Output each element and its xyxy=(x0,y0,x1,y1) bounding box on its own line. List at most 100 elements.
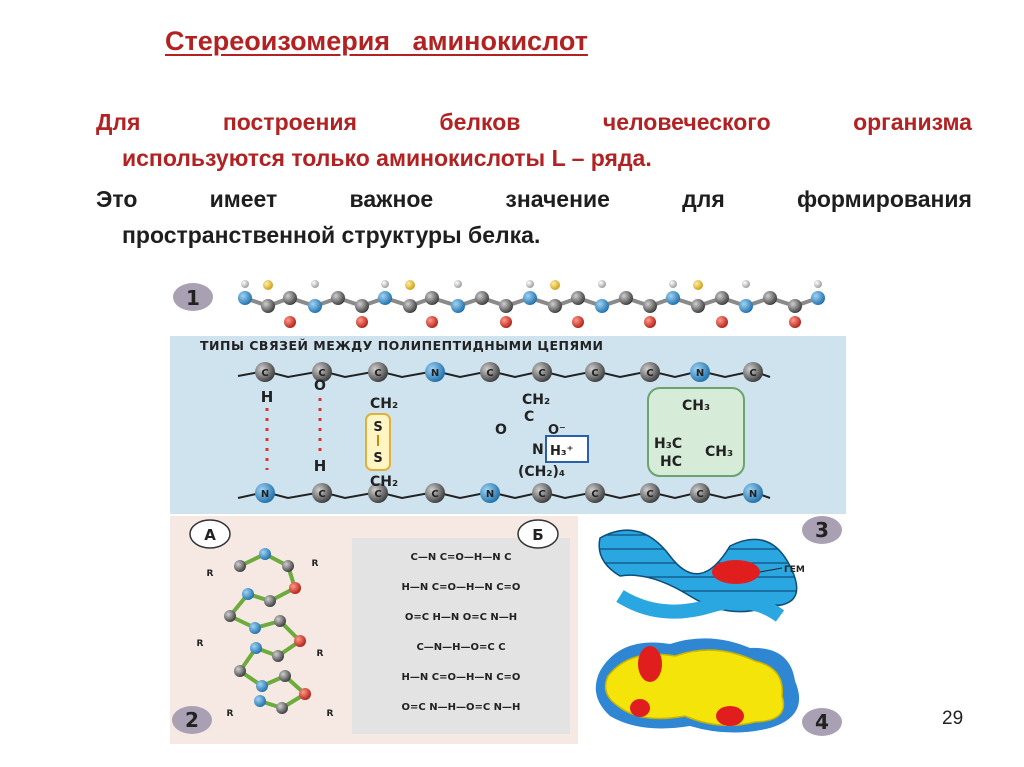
ch3-label: CH₃ xyxy=(682,398,710,414)
ch3-label: CH₃ xyxy=(705,444,733,460)
protein-structure-figure: 1 ТИПЫ СВЯЗЕЙ МЕЖДУ ПОЛИПЕПТИДНЫМИ ЦЕПЯМ… xyxy=(170,276,846,744)
bond-types-panel: ТИПЫ СВЯЗЕЙ МЕЖДУ ПОЛИПЕПТИДНЫМИ ЦЕПЯМИ … xyxy=(170,336,846,514)
paragraph-2: Это имеет важное значение для формирован… xyxy=(96,181,972,253)
nitrogen-atom xyxy=(595,299,609,313)
sheet-atom xyxy=(264,595,276,607)
word: Для xyxy=(96,104,140,140)
atom-label: C xyxy=(431,489,438,500)
atom-label: C xyxy=(538,368,545,379)
page-number: 29 xyxy=(942,708,963,730)
panel-1-backbone: 1 xyxy=(170,276,846,332)
side-chain-atom xyxy=(405,280,415,290)
nitrogen-atom xyxy=(238,291,252,305)
oxygen-atom xyxy=(572,316,584,328)
oxygen-atom xyxy=(356,316,368,328)
slide-title: Стереоизомерия аминокислот xyxy=(165,26,588,57)
r-group-label: R xyxy=(312,559,319,569)
oxygen-atom xyxy=(716,316,728,328)
heme-label: ГЕМ xyxy=(784,565,805,575)
carbon-atom xyxy=(425,291,439,305)
beta-sheet-row: C—N—H—O=C C xyxy=(416,642,505,653)
nitrogen-atom xyxy=(308,299,322,313)
atom-label: C xyxy=(646,489,653,500)
carbon-atom xyxy=(619,291,633,305)
atom-label-o: O xyxy=(495,422,507,438)
atom-label: N xyxy=(696,368,704,379)
beta-sheet-row: C—N C=O—H—N C xyxy=(411,552,512,563)
carbon-atom xyxy=(283,291,297,305)
sulfur-label: S xyxy=(373,451,382,466)
beta-sheet-row: O=C N—H—O=C N—H xyxy=(402,702,521,713)
bond-types-title: ТИПЫ СВЯЗЕЙ МЕЖДУ ПОЛИПЕПТИДНЫМИ ЦЕПЯМИ xyxy=(200,338,604,353)
oxygen-atom xyxy=(500,316,512,328)
carbonyl-c-label: C xyxy=(524,409,534,425)
side-chain-atom xyxy=(550,280,560,290)
ch2-label: CH₂ xyxy=(370,474,398,490)
atom-label: N xyxy=(749,489,757,500)
sheet-atom xyxy=(234,665,246,677)
oxygen-atom xyxy=(284,316,296,328)
carbon-atom xyxy=(763,291,777,305)
carbon-atom xyxy=(331,291,345,305)
hydrogen-atom xyxy=(241,280,249,288)
panel-2-beta-sheet: А Б RRRRRR C—N C=O—H—N CH—N C=O—H—N C=OO… xyxy=(170,516,578,744)
sheet-atom xyxy=(279,670,291,682)
sheet-atom xyxy=(259,548,271,560)
nitrogen-atom xyxy=(739,299,753,313)
word: значение xyxy=(505,181,610,217)
carbon-atom xyxy=(403,299,417,313)
sheet-label-a: А xyxy=(204,526,216,544)
word: для xyxy=(682,181,725,217)
sheet-atom xyxy=(282,560,294,572)
sheet-label-b: Б xyxy=(532,526,543,544)
paragraph-1-line-1: Для построения белков человеческого орга… xyxy=(96,104,972,140)
panel-number-1: 1 xyxy=(186,286,200,310)
atom-label: C xyxy=(261,368,268,379)
carbon-atom xyxy=(788,299,802,313)
hydrogen-atom xyxy=(814,280,822,288)
h3c-label: H₃C xyxy=(654,436,682,452)
beta-sheet-row: H—N C=O—H—N C=O xyxy=(402,582,521,593)
r-group-label: R xyxy=(327,709,334,719)
hc-label: HC xyxy=(660,454,682,470)
atom-label: N xyxy=(261,489,269,500)
carbon-atom xyxy=(643,299,657,313)
sheet-atom xyxy=(234,560,246,572)
carbon-atom xyxy=(261,299,275,313)
r-group-label: R xyxy=(207,569,214,579)
word: белков xyxy=(439,104,520,140)
sheet-atom xyxy=(272,650,284,662)
hydrogen-atom xyxy=(526,280,534,288)
atom-label: C xyxy=(538,489,545,500)
carbon-atom xyxy=(499,299,513,313)
word: имеет xyxy=(210,181,278,217)
hydrogen-atom xyxy=(311,280,319,288)
atom-label-h: H xyxy=(314,457,327,475)
atom-label-h: H xyxy=(261,388,274,406)
panel-4-quaternary: 4 xyxy=(580,628,846,744)
word: построения xyxy=(223,104,357,140)
atom-label: C xyxy=(749,368,756,379)
hydrogen-atom xyxy=(381,280,389,288)
panel-number-3: 3 xyxy=(815,518,829,542)
carbon-atom xyxy=(355,299,369,313)
panel-number-4: 4 xyxy=(815,710,829,734)
r-group-label: R xyxy=(317,649,324,659)
hydrogen-atom xyxy=(742,280,750,288)
sheet-atom xyxy=(250,642,262,654)
panel-3-tertiary: ГЕМ 3 xyxy=(580,516,846,626)
atom-label: N xyxy=(486,489,494,500)
atom-label: C xyxy=(318,489,325,500)
hydrogen-atom xyxy=(598,280,606,288)
carbon-atom xyxy=(715,291,729,305)
atom-label: C xyxy=(696,489,703,500)
atom-label: N xyxy=(431,368,439,379)
nitrogen-atom xyxy=(811,291,825,305)
nitrogen-atom xyxy=(378,291,392,305)
word: Это xyxy=(96,181,137,217)
sheet-atom xyxy=(276,702,288,714)
atom-label: C xyxy=(591,368,598,379)
word: важное xyxy=(350,181,434,217)
atom-label: C xyxy=(486,368,493,379)
ch2-label: CH₂ xyxy=(370,396,398,412)
